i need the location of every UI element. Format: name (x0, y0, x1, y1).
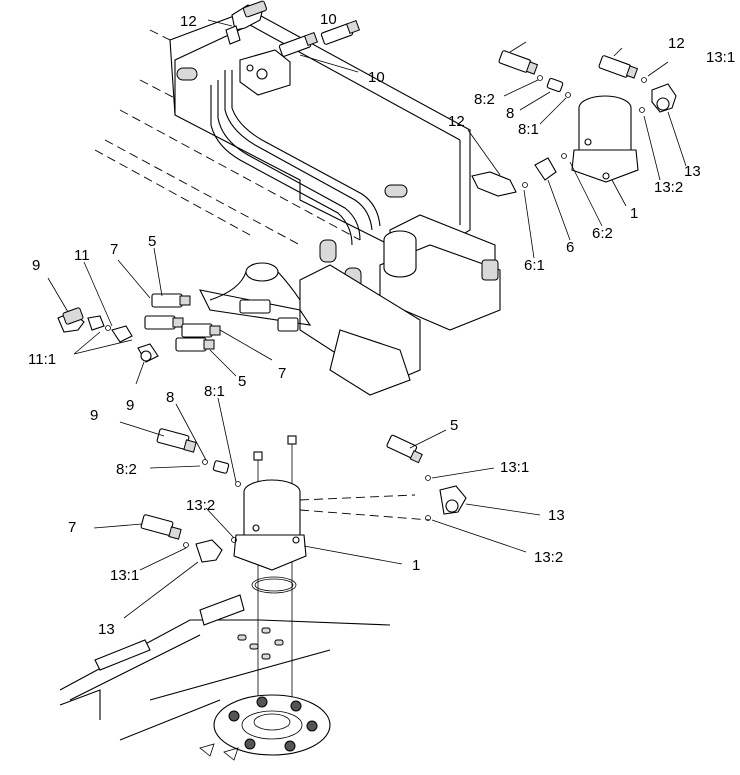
callout-13: 13 (548, 507, 565, 524)
callout-6-2: 6:2 (592, 225, 613, 242)
callout-12: 12 (668, 35, 685, 52)
top-fittings (225, 0, 361, 57)
callout-13-2: 13:2 (534, 549, 563, 566)
callout-10: 10 (368, 69, 385, 86)
callout-9: 9 (32, 257, 40, 274)
base-frame (59, 594, 391, 761)
callout-5: 5 (450, 417, 458, 434)
callout-1: 1 (630, 205, 638, 222)
callout-8-1: 8:1 (518, 121, 539, 138)
callout-12: 12 (180, 13, 197, 30)
callout-7: 7 (68, 519, 76, 536)
callout-12: 12 (448, 113, 465, 130)
callout-8: 8 (166, 389, 174, 406)
callout-13: 13 (98, 621, 115, 638)
leader-lines (47, 19, 687, 619)
callout-11: 11 (74, 247, 90, 264)
callout-10: 10 (320, 11, 337, 28)
callout-8: 8 (506, 105, 514, 122)
callout-labels: 12 10 10 12 13:1 8:2 8 8:1 12 13 13:2 1 … (28, 11, 735, 638)
callout-13-1: 13:1 (500, 459, 529, 476)
callout-13-1: 13:1 (706, 49, 735, 66)
callout-11-1: 11:1 (28, 351, 56, 368)
callout-7: 7 (278, 365, 286, 382)
callout-9: 9 (126, 397, 134, 414)
callout-8-1: 8:1 (204, 383, 225, 400)
callout-8-2: 8:2 (116, 461, 137, 478)
callout-9: 9 (90, 407, 98, 424)
callout-13: 13 (684, 163, 701, 180)
callout-5: 5 (238, 373, 246, 390)
callout-8-2: 8:2 (474, 91, 495, 108)
callout-6: 6 (566, 239, 574, 256)
pump-assembly-bottom (140, 428, 467, 700)
callout-1: 1 (412, 557, 420, 574)
callout-5: 5 (148, 233, 156, 250)
hose-fitting-10a (278, 31, 319, 57)
callout-13-1: 13:1 (110, 567, 139, 584)
callout-7: 7 (110, 241, 118, 258)
left-fittings (57, 293, 299, 363)
callout-13-2: 13:2 (186, 497, 215, 514)
callout-6-1: 6:1 (524, 257, 545, 274)
callout-13-2: 13:2 (654, 179, 683, 196)
pump-assembly-top-right (471, 50, 677, 197)
frame-assembly (94, 9, 501, 396)
hose-fitting-10b (320, 19, 361, 45)
